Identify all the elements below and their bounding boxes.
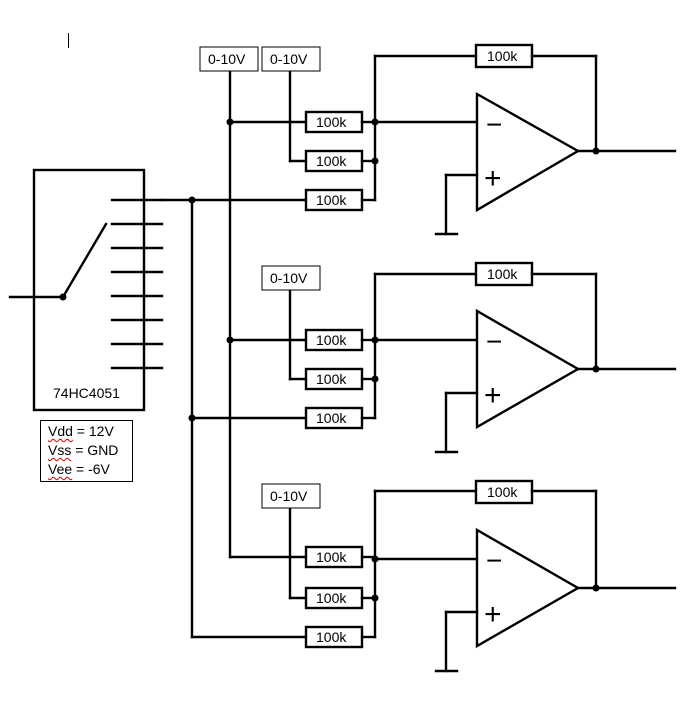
resistor-label: 100k (316, 410, 347, 426)
vee-label: Vee (48, 461, 73, 477)
inverting-input-symbol: − (486, 326, 502, 357)
cv-label-box-bottom (261, 483, 321, 509)
summing-junction (371, 594, 379, 602)
non-inverting-input-symbol: + (484, 379, 502, 412)
resistor-label: 100k (316, 629, 347, 645)
cv-label-box-top (261, 46, 321, 72)
mux-switch-arm (61, 222, 108, 299)
output-node (592, 584, 600, 592)
opamp-middle (475, 308, 581, 430)
inverting-input-symbol: − (486, 109, 502, 140)
summing-junction (371, 157, 379, 165)
mixer-stage-middle: 100k 100k 100k 100k − + (304, 261, 677, 454)
supply-note-vdd: Vdd = 12V (48, 423, 114, 439)
cv-label-box-middle (261, 265, 321, 291)
text-cursor (68, 33, 69, 48)
cv-label-middle: 0-10V (270, 270, 308, 286)
resistor-label: 100k (316, 192, 347, 208)
feedback-resistor-label: 100k (487, 266, 518, 282)
supply-note-vee: Vee = -6V (48, 461, 110, 477)
resistor-label: 100k (316, 153, 347, 169)
mux-chip-label: 74HC4051 (53, 385, 120, 401)
mux-chip-body (32, 168, 146, 412)
non-inverting-input-symbol: + (484, 162, 502, 195)
vdd-value: = 12V (72, 423, 114, 439)
cv-bus-node-middle (226, 336, 234, 344)
mixer-stage-bottom: 100k 100k 100k 100k − + (304, 479, 677, 673)
vdd-label: Vdd (48, 423, 73, 439)
supply-note-box (40, 420, 133, 482)
cv-input-labels: 0-10V 0-10V 0-10V 0-10V (199, 46, 321, 509)
supply-note-vss: Vss = GND (48, 442, 118, 458)
vss-value: = GND (71, 442, 119, 458)
resistor-label: 100k (316, 114, 347, 130)
output-node (592, 147, 600, 155)
resistor-label: 100k (316, 549, 347, 565)
cv-label-bottom: 0-10V (270, 488, 308, 504)
cv-bus-node-top (226, 118, 234, 126)
vee-value: = -6V (72, 461, 110, 477)
cv-label-top: 0-10V (270, 51, 308, 67)
bus-wires (160, 68, 308, 639)
non-inverting-input-symbol: + (484, 598, 502, 631)
resistor-label: 100k (316, 332, 347, 348)
summing-junction (371, 375, 379, 383)
cv-label-box-shared (199, 46, 259, 72)
feedback-resistor-label: 100k (487, 48, 518, 64)
mixer-stage-top: 100k 100k 100k 100k − + (304, 43, 677, 236)
opamp-top (475, 91, 581, 213)
resistor-label: 100k (316, 371, 347, 387)
output-node (592, 365, 600, 373)
vss-label: Vss (48, 442, 72, 458)
mux-chip: 74HC4051 (8, 168, 164, 412)
resistor-label: 100k (316, 590, 347, 606)
cv-label-shared: 0-10V (208, 51, 246, 67)
feedback-resistor-label: 100k (487, 484, 518, 500)
opamp-bottom (475, 527, 581, 649)
inverting-input-symbol: − (486, 545, 502, 576)
